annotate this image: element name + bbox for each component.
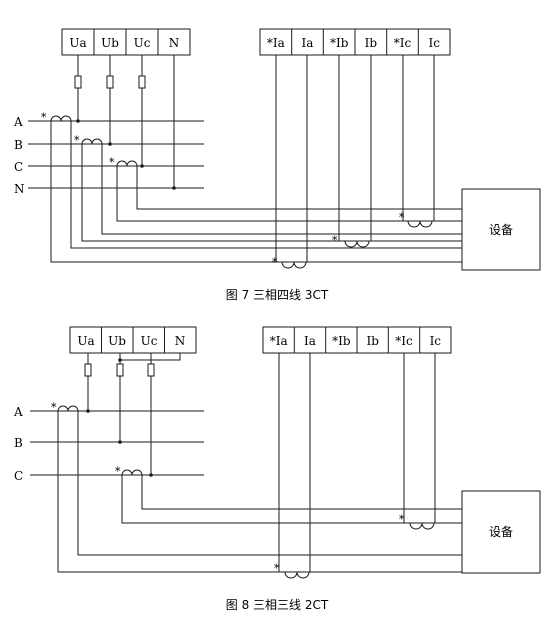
- polarity-mark: *: [51, 401, 57, 414]
- terminal-ic: Ic: [428, 36, 440, 50]
- terminal-ib: Ib: [365, 36, 378, 50]
- meter-ct-coil-icon-a: [284, 571, 310, 579]
- line-label-a: A: [13, 115, 23, 129]
- polarity-mark: *: [41, 111, 47, 124]
- figure-8-three-phase-three-wire-2ct: Ua Ub Uc N *Ia Ia *Ib Ib *Ic Ic A B C: [13, 326, 541, 612]
- terminal-ic: Ic: [430, 334, 442, 348]
- device-label: 设备: [489, 525, 513, 539]
- current-terminal-block: *Ia Ia *Ib Ib *Ic Ic: [262, 326, 452, 354]
- figure-caption: 图 8 三相三线 2CT: [226, 598, 329, 612]
- secondary-wiring: * * *: [50, 55, 462, 269]
- terminal-uc: Uc: [134, 36, 151, 50]
- polarity-mark: *: [109, 156, 115, 169]
- device-box: [461, 188, 541, 271]
- polarity-mark: *: [272, 256, 278, 269]
- voltage-terminal-block: Ua Ub Uc N: [69, 326, 197, 354]
- bus-lines: A B C: [13, 405, 204, 483]
- device-label: 设备: [489, 223, 513, 237]
- meter-ct-coil-icon-b: [344, 240, 370, 248]
- terminal-n: N: [169, 36, 180, 50]
- voltage-drop-wires: [74, 55, 176, 190]
- device-box: [461, 490, 541, 574]
- terminal-ia-star: *Ia: [270, 334, 288, 348]
- terminal-ub: Ub: [108, 334, 126, 348]
- terminal-ia: Ia: [302, 36, 314, 50]
- line-label-c: C: [14, 469, 23, 483]
- ct-coil-icon-c: [121, 469, 143, 476]
- polarity-mark: *: [332, 234, 338, 247]
- figure-7-three-phase-four-wire-3ct: Ua Ub Uc N *Ia Ia *Ib Ib *Ic Ic A B C N: [13, 28, 541, 302]
- polarity-mark: *: [399, 513, 405, 526]
- line-label-a: A: [13, 405, 23, 419]
- fuse-icon: [74, 75, 82, 89]
- current-terminal-block: *Ia Ia *Ib Ib *Ic Ic: [259, 28, 451, 56]
- terminal-ub: Ub: [101, 36, 119, 50]
- terminal-ic-star: *Ic: [394, 36, 412, 50]
- polarity-mark: *: [115, 465, 121, 478]
- line-current-transformers: * *: [51, 401, 143, 478]
- meter-ct-coil-icon-a: [281, 261, 307, 269]
- voltage-terminal-block: Ua Ub Uc N: [61, 28, 191, 56]
- polarity-mark: *: [274, 562, 280, 575]
- ct-coil-icon-c: [116, 160, 138, 167]
- terminal-ic-star: *Ic: [395, 334, 413, 348]
- line-label-c: C: [14, 160, 23, 174]
- ct-coil-icon-a: [57, 405, 79, 412]
- fuse-icon: [106, 75, 114, 89]
- fuse-icon: [84, 363, 92, 377]
- ct-coil-icon-a: [50, 115, 72, 122]
- terminal-ia-star: *Ia: [267, 36, 285, 50]
- figure-caption: 图 7 三相四线 3CT: [226, 288, 329, 302]
- line-label-b: B: [14, 436, 23, 450]
- terminal-ua: Ua: [77, 334, 94, 348]
- fuse-icon: [147, 363, 155, 377]
- fuse-icon: [116, 363, 124, 377]
- terminal-ua: Ua: [69, 36, 86, 50]
- ct-coil-icon-b: [81, 138, 103, 145]
- terminal-uc: Uc: [141, 334, 158, 348]
- line-label-b: B: [14, 138, 23, 152]
- meter-ct-coil-icon-c: [407, 220, 433, 228]
- polarity-mark: *: [399, 211, 405, 224]
- line-current-transformers: * * *: [41, 111, 138, 169]
- terminal-ib-star: *Ib: [332, 334, 351, 348]
- terminal-ia: Ia: [304, 334, 316, 348]
- terminal-ib: Ib: [366, 334, 379, 348]
- secondary-wiring: * *: [57, 353, 462, 579]
- meter-ct-coil-icon-c: [409, 522, 435, 530]
- line-label-n: N: [14, 182, 25, 196]
- terminal-ib-star: *Ib: [330, 36, 349, 50]
- voltage-drop-wires: [84, 353, 181, 477]
- fuse-icon: [138, 75, 146, 89]
- polarity-mark: *: [74, 134, 80, 147]
- terminal-n: N: [175, 334, 186, 348]
